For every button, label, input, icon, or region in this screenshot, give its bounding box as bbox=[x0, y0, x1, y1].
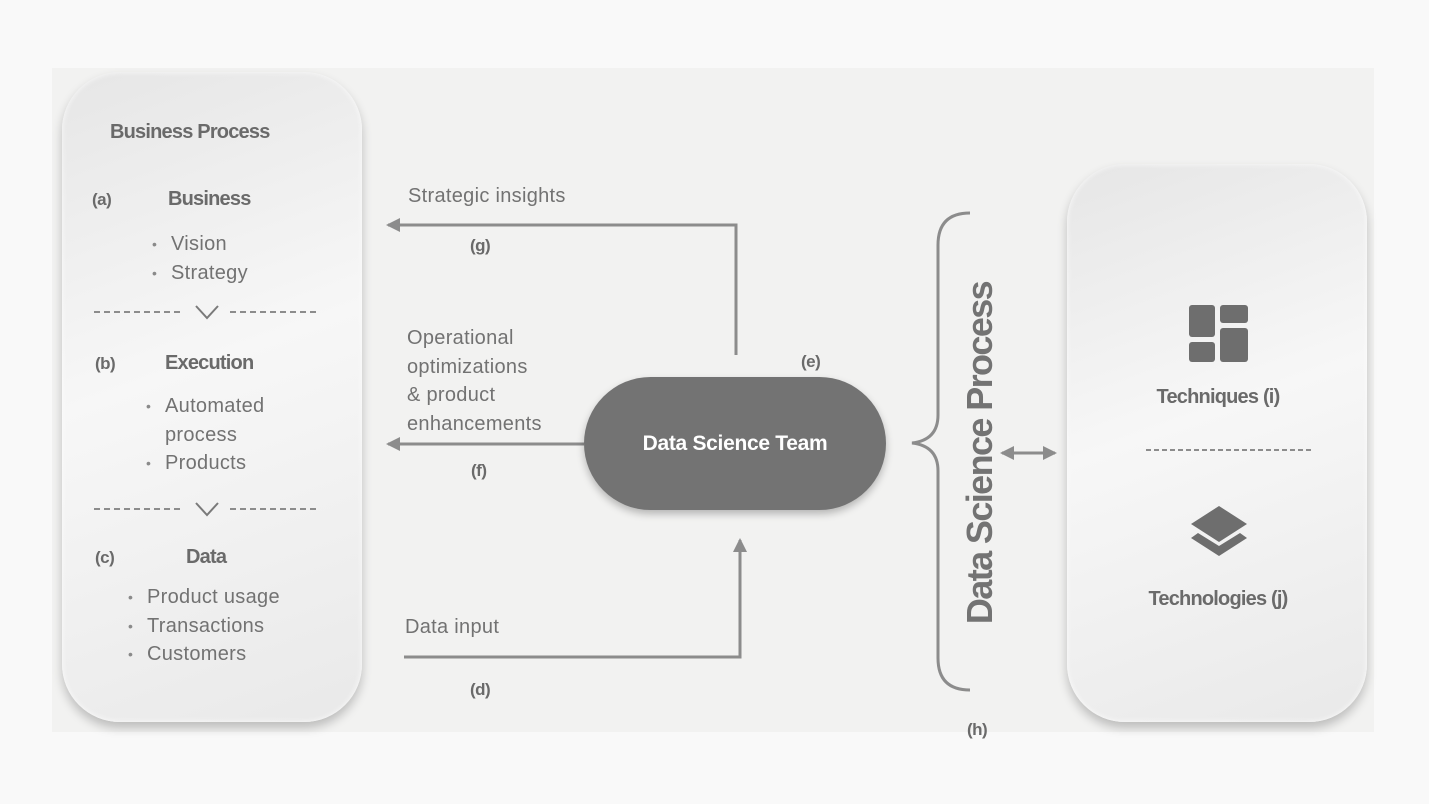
list-item: Vision bbox=[152, 230, 248, 259]
data-science-team-node: Data Science Team bbox=[584, 377, 886, 510]
strategic-insights-arrow bbox=[386, 218, 738, 355]
techniques-label: Techniques (i) bbox=[1156, 386, 1281, 408]
tag-a: (a) bbox=[92, 190, 112, 209]
divider-chevron-2 bbox=[94, 502, 320, 517]
list-item: Automated process bbox=[146, 392, 264, 449]
tag-h: (h) bbox=[967, 720, 988, 739]
chevron-down-icon bbox=[195, 502, 219, 517]
section-heading-data: Data bbox=[186, 546, 227, 568]
layers-stack-icon bbox=[1191, 506, 1247, 556]
tag-e: (e) bbox=[801, 352, 821, 371]
tag-c: (c) bbox=[95, 548, 115, 567]
business-list: Vision Strategy bbox=[152, 230, 248, 287]
section-heading-execution: Execution bbox=[165, 352, 254, 374]
tag-g: (g) bbox=[470, 236, 491, 255]
list-item: Customers bbox=[128, 640, 280, 669]
execution-list: Automated process Products bbox=[146, 392, 264, 478]
list-item: Product usage bbox=[128, 583, 280, 612]
operational-label: Operational optimizations & product enha… bbox=[407, 327, 542, 435]
data-list: Product usage Transactions Customers bbox=[128, 583, 280, 669]
list-item: Strategy bbox=[152, 259, 248, 288]
list-item: Products bbox=[146, 449, 264, 478]
tag-d: (d) bbox=[470, 680, 491, 699]
business-process-title: Business Process bbox=[110, 121, 270, 143]
dashboard-grid-icon bbox=[1189, 305, 1248, 362]
tag-b: (b) bbox=[95, 354, 116, 373]
strategic-insights-label: Strategic insights bbox=[408, 185, 566, 207]
data-input-arrow bbox=[404, 538, 747, 659]
technologies-label: Technologies (j) bbox=[1148, 588, 1288, 610]
process-brace bbox=[911, 211, 971, 692]
section-heading-business: Business bbox=[168, 188, 251, 210]
data-input-label: Data input bbox=[405, 616, 500, 638]
list-item: Transactions bbox=[128, 612, 280, 641]
chevron-down-icon bbox=[195, 305, 219, 320]
divider-chevron-1 bbox=[94, 305, 320, 320]
tag-f: (f) bbox=[471, 461, 487, 480]
tools-panel bbox=[1067, 164, 1367, 722]
tools-divider bbox=[1146, 449, 1312, 451]
